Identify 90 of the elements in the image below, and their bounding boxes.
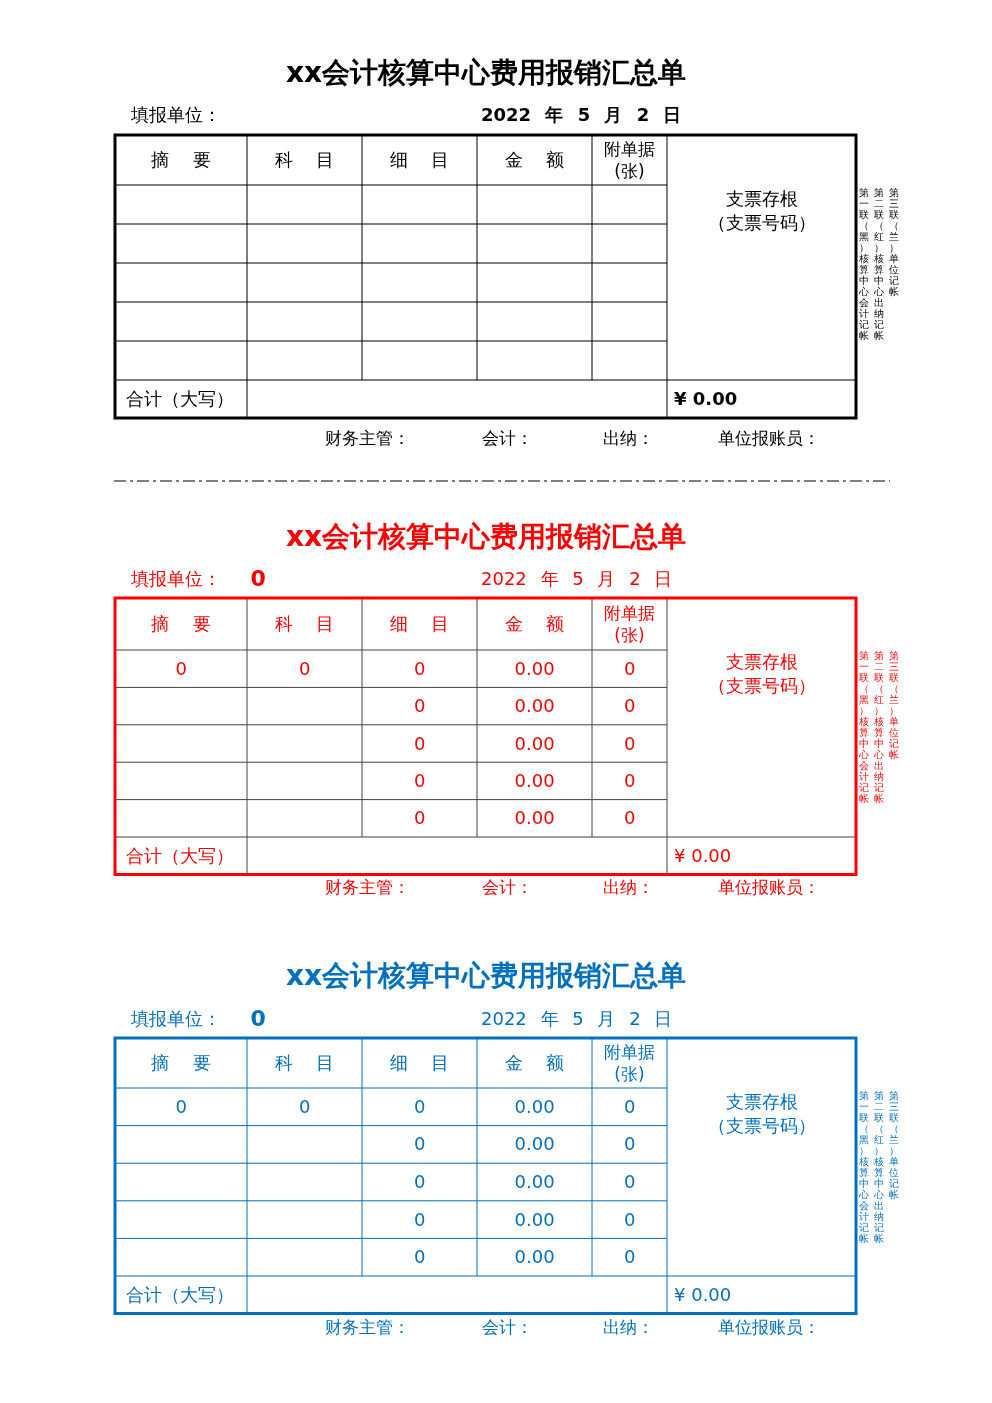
cell-value: 0: [175, 657, 187, 680]
cell-value: 0: [624, 1171, 636, 1193]
cell-value: 0: [624, 1095, 636, 1118]
column-header: 金 额: [504, 613, 565, 635]
cell-value: 0: [624, 732, 636, 755]
cell-value: 0.00: [514, 1171, 555, 1193]
total-label: 合计（大写）: [126, 388, 234, 410]
copy-note: 第二联（红）核算中心出纳记帐: [873, 187, 885, 341]
cell-value: 0.00: [514, 695, 555, 717]
signature-label: 财务主管：: [325, 428, 410, 449]
cell-value: 0: [624, 695, 636, 717]
cell-value: 0: [414, 1171, 426, 1193]
cell-value: 0: [414, 732, 426, 755]
signature-label: 单位报账员：: [718, 877, 820, 898]
cell-value: 0: [414, 807, 426, 829]
cell-value: 0: [414, 1095, 426, 1118]
field-label: 填报单位：: [131, 104, 221, 126]
cell-value: 0: [624, 1208, 636, 1231]
cell-value: 0: [175, 1095, 187, 1118]
date-text: 2022 年 5 月 2 日: [481, 568, 673, 590]
column-header: 科 目: [274, 613, 335, 635]
field-value: 0: [250, 1006, 266, 1033]
total-amount: ¥ 0.00: [674, 1283, 732, 1306]
field-value: 0: [250, 566, 266, 593]
column-header: 支票存根（支票号码）: [706, 1090, 817, 1139]
column-header: 摘 要: [151, 1052, 211, 1074]
form-title: xx会计核算中心费用报销汇总单: [286, 959, 687, 993]
cell-value: 0.00: [514, 769, 555, 792]
cell-value: 0.00: [514, 732, 555, 755]
column-header: 细 目: [389, 149, 450, 171]
cell-value: 0: [624, 1246, 636, 1268]
signature-label: 会计：: [482, 428, 533, 449]
cell-value: 0: [624, 657, 636, 680]
signature-label: 出纳：: [603, 877, 654, 898]
column-header: 金 额: [504, 1052, 565, 1074]
cell-value: 0: [624, 1133, 636, 1155]
cell-value: 0: [414, 695, 426, 717]
signature-label: 单位报账员：: [718, 1317, 820, 1338]
column-header: 附单据(张): [603, 1041, 656, 1086]
signature-label: 单位报账员：: [718, 428, 820, 449]
copy-note: 第三联（兰）单位记帐: [888, 650, 900, 760]
cell-value: 0: [299, 1095, 311, 1118]
form-title: xx会计核算中心费用报销汇总单: [286, 520, 687, 554]
cell-value: 0.00: [514, 807, 555, 829]
field-label: 填报单位：: [131, 1008, 221, 1030]
cell-value: 0: [414, 1246, 426, 1268]
cell-value: 0: [624, 769, 636, 792]
total-label: 合计（大写）: [126, 1283, 234, 1306]
date-text: 2022 年 5 月 2 日: [481, 1008, 673, 1030]
field-label: 填报单位：: [131, 568, 221, 590]
copy-note: 第二联（红）核算中心出纳记帐: [873, 1090, 885, 1244]
cell-value: 0.00: [514, 1246, 555, 1268]
signature-label: 会计：: [482, 877, 533, 898]
signature-label: 出纳：: [603, 428, 654, 449]
column-header: 支票存根（支票号码）: [706, 650, 817, 699]
form-title: xx会计核算中心费用报销汇总单: [286, 56, 687, 90]
copy-note: 第一联（黑）核算中心会计记帐: [858, 1090, 870, 1244]
copy-note: 第一联（黑）核算中心会计记帐: [858, 187, 870, 341]
date-text: 2022 年 5 月 2 日: [481, 104, 682, 126]
cell-value: 0.00: [514, 1133, 555, 1155]
column-header: 科 目: [274, 1052, 335, 1074]
total-amount: ¥ 0.00: [674, 388, 738, 410]
column-header: 细 目: [389, 1052, 450, 1074]
column-header: 细 目: [389, 613, 450, 635]
copy-note: 第三联（兰）单位记帐: [888, 187, 900, 297]
column-header: 金 额: [504, 149, 565, 171]
signature-label: 财务主管：: [325, 1317, 410, 1338]
column-header: 摘 要: [151, 613, 211, 635]
cell-value: 0.00: [514, 1208, 555, 1231]
copy-note: 第二联（红）核算中心出纳记帐: [873, 650, 885, 804]
column-header: 支票存根（支票号码）: [706, 187, 817, 236]
signature-label: 财务主管：: [325, 877, 410, 898]
cell-value: 0: [414, 769, 426, 792]
copy-note: 第三联（兰）单位记帐: [888, 1090, 900, 1200]
column-header: 附单据(张): [603, 602, 656, 647]
total-amount: ¥ 0.00: [674, 844, 732, 867]
cell-value: 0: [414, 1208, 426, 1231]
column-header: 附单据(张): [603, 138, 656, 183]
column-header: 科 目: [274, 149, 335, 171]
copy-note: 第一联（黑）核算中心会计记帐: [858, 650, 870, 804]
cell-value: 0: [414, 657, 426, 680]
cell-value: 0.00: [514, 1095, 555, 1118]
cell-value: 0: [624, 807, 636, 829]
signature-label: 出纳：: [603, 1317, 654, 1338]
column-header: 摘 要: [151, 149, 211, 171]
cell-value: 0: [414, 1133, 426, 1155]
total-label: 合计（大写）: [126, 844, 234, 867]
cell-value: 0.00: [514, 657, 555, 680]
signature-label: 会计：: [482, 1317, 533, 1338]
cell-value: 0: [299, 657, 311, 680]
